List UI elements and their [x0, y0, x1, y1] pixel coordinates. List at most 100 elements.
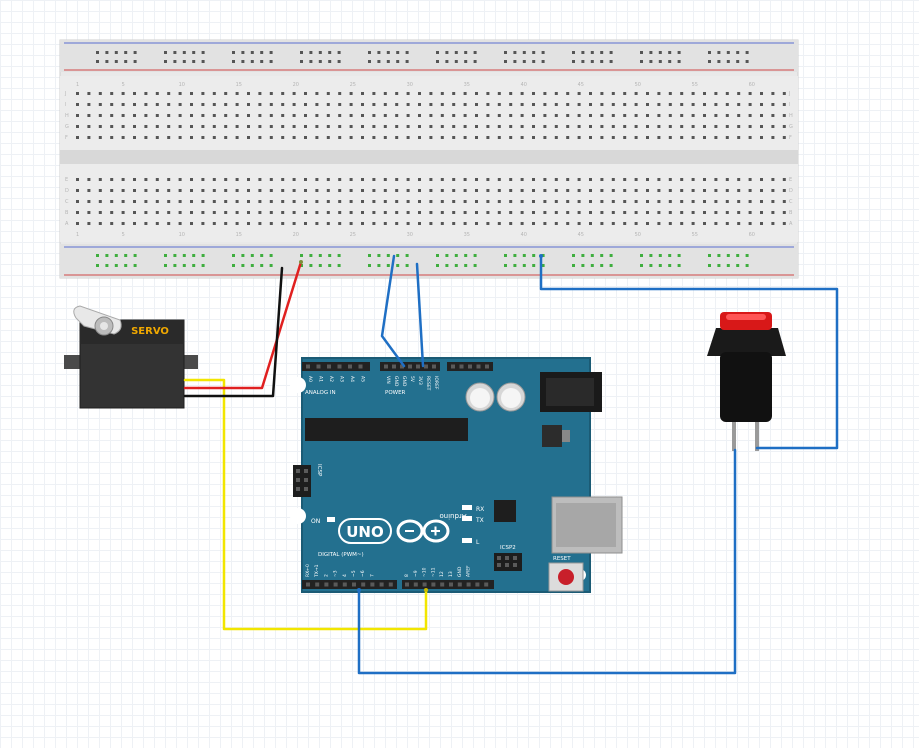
breadboard-hole [771, 222, 775, 225]
header-pin [333, 582, 338, 587]
rail-hole [164, 51, 167, 54]
breadboard-hole [532, 211, 535, 214]
rail-hole [504, 264, 507, 267]
rail-hole [124, 51, 128, 54]
breadboard-hole [315, 189, 319, 192]
header-pin [324, 582, 329, 587]
header-pin [342, 582, 347, 587]
breadboard-hole [782, 178, 786, 181]
breadboard-hole [782, 114, 786, 117]
breadboard-hole [509, 211, 513, 214]
rail-hole [124, 264, 128, 267]
breadboard-hole [600, 92, 604, 95]
rail-hole [396, 254, 400, 257]
reset-label: RESET [553, 556, 571, 562]
breadboard-hole [475, 200, 478, 203]
breadboard-hole [703, 211, 706, 214]
reset-button-cap[interactable] [558, 569, 574, 585]
rail-hole [464, 254, 468, 257]
breadboard-hole [167, 103, 171, 106]
breadboard-hole [406, 114, 410, 117]
breadboard-hole [691, 178, 695, 181]
breadboard-hole [383, 103, 387, 106]
rail-hole [436, 254, 439, 257]
breadboard-hole [680, 136, 684, 139]
rail-hole [513, 254, 517, 257]
rx-led [462, 505, 472, 510]
breadboard-hole [600, 222, 604, 225]
breadboard-hole [224, 222, 228, 225]
breadboard-hole [338, 136, 342, 139]
header-pin [400, 364, 404, 369]
breadboard-hole [144, 92, 148, 95]
breadboard-hole [76, 114, 79, 117]
breadboard-hole [691, 211, 695, 214]
breadboard-hole [247, 211, 250, 214]
rail-hole [726, 264, 730, 267]
rail-hole [658, 60, 662, 63]
breadboard-hole [133, 92, 136, 95]
breadboard-hole [110, 200, 114, 203]
rail-hole [269, 264, 273, 267]
rail-hole [201, 254, 205, 257]
breadboard-hole [110, 189, 114, 192]
rail-hole [717, 264, 721, 267]
atmega-chip [305, 418, 468, 441]
rail-hole [318, 51, 322, 54]
breadboard-hole [714, 189, 718, 192]
rail-hole [454, 264, 458, 267]
breadboard-hole [429, 136, 433, 139]
breadboard-hole [543, 200, 547, 203]
breadboard-hole [554, 125, 558, 128]
rail-hole [600, 254, 604, 257]
breadboard-hole [281, 114, 285, 117]
header-pin [405, 582, 409, 587]
breadboard-hole [304, 103, 307, 106]
breadboard-hole [224, 211, 228, 214]
breadboard-hole [178, 103, 182, 106]
breadboard-hole [577, 222, 581, 225]
breadboard-hole [201, 178, 205, 181]
rail-hole [232, 254, 235, 257]
breadboard-hole [395, 136, 399, 139]
breadboard-hole [406, 222, 410, 225]
breadboard-hole [748, 189, 752, 192]
breadboard-hole [532, 136, 535, 139]
breadboard-hole [771, 114, 775, 117]
breadboard-hole [714, 178, 718, 181]
rail-hole [105, 60, 109, 63]
rail-hole [318, 60, 322, 63]
breadboard-hole [486, 114, 490, 117]
header-pin [497, 563, 501, 567]
pin-label: ~9 [413, 570, 419, 577]
column-numbers: 1155101015152020252530303535404045455050… [76, 82, 755, 238]
breadboard-hole [326, 211, 330, 214]
infinity-left [396, 519, 424, 543]
breadboard-hole [452, 200, 456, 203]
breadboard-hole [497, 114, 501, 117]
rail-hole [640, 51, 643, 54]
l-led [462, 538, 472, 543]
breadboard-hole [532, 222, 535, 225]
breadboard-hole [292, 125, 296, 128]
breadboard-hole [566, 114, 570, 117]
rail-hole [454, 254, 458, 257]
breadboard-hole [144, 222, 148, 225]
breadboard-hole [691, 189, 695, 192]
rail-hole [250, 254, 254, 257]
breadboard-hole [258, 222, 262, 225]
breadboard-hole [782, 103, 786, 106]
header-pin [370, 582, 375, 587]
breadboard-hole [691, 114, 695, 117]
breadboard-hole [509, 125, 513, 128]
servo-mount-right [182, 355, 198, 369]
breadboard-hole [429, 222, 433, 225]
pin-label: A4 [349, 376, 355, 382]
breadboard-hole [691, 200, 695, 203]
rail-hole [677, 254, 681, 257]
breadboard-hole [509, 200, 513, 203]
breadboard-hole [361, 114, 364, 117]
breadboard-hole [463, 125, 467, 128]
rail-hole [133, 51, 137, 54]
